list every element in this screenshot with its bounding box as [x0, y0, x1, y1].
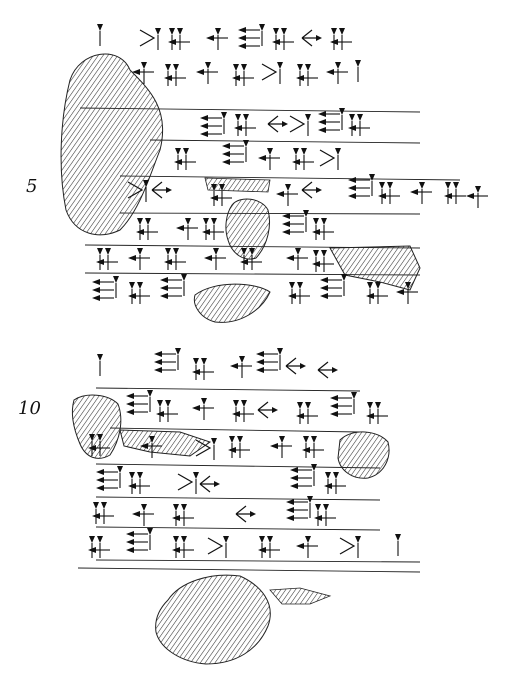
lower-fragment [71, 348, 421, 665]
line-number-10: 10 [18, 398, 41, 419]
upper-fragment [60, 23, 488, 323]
line-number-5: 5 [26, 176, 38, 197]
